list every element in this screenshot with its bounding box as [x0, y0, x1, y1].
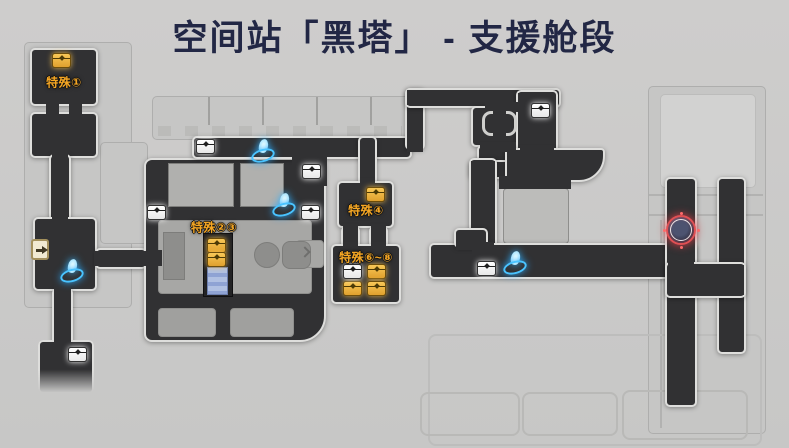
bracket-decor — [482, 111, 493, 136]
building-lower-room — [230, 308, 294, 337]
corridor-join — [668, 248, 694, 292]
silver-chest-icon — [301, 205, 320, 220]
gold-chest-icon — [367, 281, 386, 296]
panel-line-decor — [649, 194, 763, 196]
panel-outline-decor — [420, 392, 520, 436]
elevator-shaft — [207, 267, 228, 295]
gold-chest-icon — [367, 264, 386, 279]
corridor-join — [360, 150, 375, 162]
couch-decor — [254, 242, 280, 268]
corridor-join — [54, 336, 71, 346]
gold-chest-icon — [52, 53, 71, 68]
silver-chest-icon — [343, 264, 362, 279]
corridor-join — [52, 212, 68, 222]
corridor-join — [485, 102, 535, 112]
corridor-join — [518, 93, 554, 105]
corridor-right-long — [429, 243, 697, 279]
exit-arrow-icon — [31, 239, 49, 260]
page-title: 空间站「黑塔」 - 支援舱段 — [172, 19, 617, 58]
corridor-join — [407, 90, 422, 105]
corridor-join — [371, 224, 386, 232]
corridor-join — [52, 150, 68, 160]
corridor-join — [54, 284, 71, 294]
bracket-decor — [506, 111, 517, 136]
arrow-decor-icon — [300, 247, 309, 256]
label-special-2-3: 特殊②③ — [190, 220, 238, 235]
corridor-join — [343, 224, 358, 232]
corridor-join — [94, 251, 104, 266]
label-special-1: 特殊① — [46, 75, 82, 90]
panel-squares-decor — [158, 126, 402, 136]
corridor-join — [456, 240, 486, 250]
corridor-join — [526, 162, 536, 176]
gold-chest-icon — [343, 281, 362, 296]
corridor-join — [472, 242, 494, 254]
silver-chest-icon — [68, 347, 87, 362]
pillar-decor — [163, 232, 185, 280]
panel-ribs-decor — [156, 97, 404, 125]
building-lower-room — [158, 308, 216, 337]
side-room-light — [503, 188, 569, 244]
panel-line-decor — [660, 220, 662, 428]
silver-chest-icon — [147, 205, 166, 220]
panel-right-inner — [660, 94, 756, 188]
corridor-join — [407, 136, 423, 152]
elite-enemy-icon — [666, 212, 696, 245]
blue-swirl-icon — [60, 258, 86, 284]
blue-swirl-icon — [251, 138, 277, 164]
corridor-join — [371, 242, 386, 250]
door-gap — [69, 100, 82, 116]
blue-swirl-icon — [272, 192, 298, 218]
corridor-join — [719, 265, 744, 295]
corridor-join — [520, 145, 554, 157]
silver-chest-icon — [196, 139, 215, 154]
panel-outline-decor — [428, 334, 762, 446]
panel-outline-decor — [522, 392, 618, 436]
corridor-join — [360, 178, 375, 188]
building-upper-room — [168, 163, 234, 207]
label-special-4: 特殊④ — [348, 203, 384, 218]
panel-line-decor — [649, 214, 763, 216]
gold-chest-icon — [207, 238, 226, 253]
corridor-join — [471, 161, 495, 175]
corridor-join — [480, 142, 516, 152]
corridor-join — [343, 242, 358, 250]
gold-chest-icon — [366, 187, 385, 202]
silver-chest-icon — [477, 261, 496, 276]
silver-chest-icon — [302, 164, 321, 179]
label-special-6-8: 特殊⑥~⑧ — [339, 250, 393, 265]
gold-chest-icon — [207, 252, 226, 267]
wall-bar — [499, 176, 571, 189]
blue-swirl-icon — [503, 250, 529, 276]
door-gap — [46, 100, 59, 116]
silver-chest-icon — [531, 103, 550, 118]
panel-left-small — [100, 142, 148, 244]
building-entrance — [146, 250, 162, 266]
